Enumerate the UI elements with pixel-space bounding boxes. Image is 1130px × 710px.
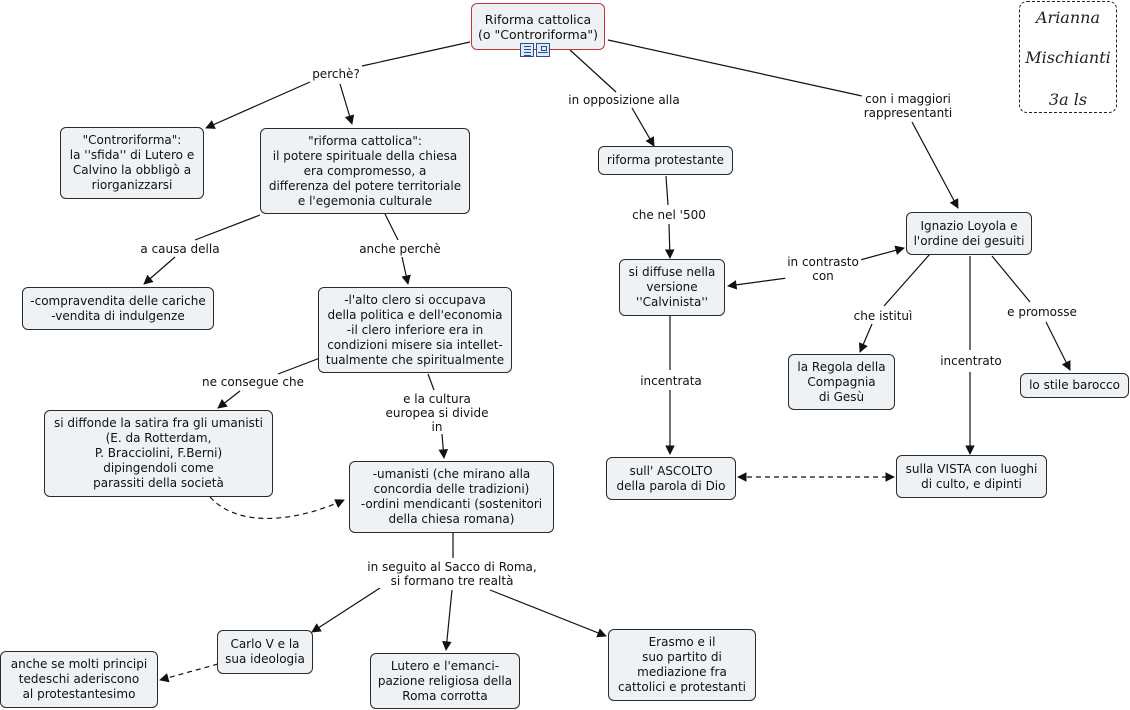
concept-node[interactable]: si diffuse nella versione ''Calvinista'' [619,259,725,316]
concept-node[interactable]: -umanisti (che mirano alla concordia del… [349,461,554,533]
concept-node[interactable]: la Regola della Compagnia di Gesù [788,354,895,410]
concept-node[interactable]: Carlo V e la sua ideologia [217,630,313,674]
link-label: incentrata [638,374,704,388]
concept-node[interactable]: si diffonde la satira fra gli umanisti (… [44,410,273,497]
link-label: ne consegue che [200,375,306,389]
concept-node[interactable]: Erasmo e il suo partito di mediazione fr… [608,629,756,701]
concept-node-root[interactable]: Riforma cattolica (o "Controriforma") [471,3,605,50]
link-label: con i maggiori rappresentanti [861,92,955,120]
concept-node[interactable]: riforma protestante [598,146,733,175]
link-label: perchè? [310,67,362,81]
concept-node[interactable]: -l'alto clero si occupava della politica… [318,287,512,373]
concept-node[interactable]: "riforma cattolica": il potere spiritual… [260,128,470,214]
root-icon-bar [520,43,550,57]
signature-line: Arianna [1035,8,1100,27]
concept-node[interactable]: -compravendita delle cariche -vendita di… [22,287,214,330]
concept-node[interactable]: Lutero e l'emanci- pazione religiosa del… [370,653,520,709]
link-label: incentrato [938,354,1004,368]
link-label: anche perchè [357,242,443,256]
document-icon[interactable] [520,43,534,57]
concept-node[interactable]: Ignazio Loyola e l'ordine dei gesuiti [906,212,1032,255]
concept-node[interactable]: anche se molti principi tedeschi aderisc… [0,651,158,708]
link-label: e promosse [1005,305,1079,319]
link-label: in contrasto con [785,255,861,283]
link-label: e la cultura europea si divide in [383,392,491,434]
signature-line: 3a ls [1048,90,1088,109]
concept-map-icon[interactable] [536,43,550,57]
link-label: in opposizione alla [566,93,682,107]
concept-node[interactable]: lo stile barocco [1020,373,1129,398]
concept-node[interactable]: sull' ASCOLTO della parola di Dio [606,457,736,500]
link-label: che istituì [851,309,915,323]
link-label: in seguito al Sacco di Roma, si formano … [365,560,539,588]
signature-box: Arianna Mischianti 3a ls [1019,1,1117,113]
concept-node[interactable]: "Controriforma": la ''sfida'' di Lutero … [60,127,204,199]
link-label: che nel '500 [630,208,708,222]
signature-line: Mischianti [1025,48,1111,67]
concept-node[interactable]: sulla VISTA con luoghi di culto, e dipin… [896,455,1047,498]
link-label: a causa della [138,242,222,256]
